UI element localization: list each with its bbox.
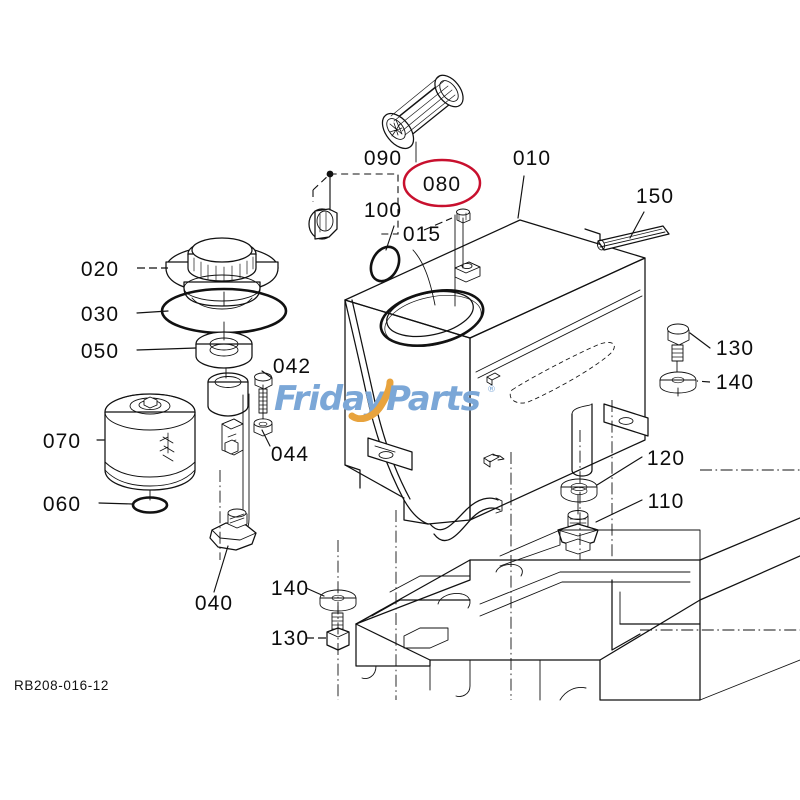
part-080-filter-element (381, 74, 464, 150)
label-030: 030 (81, 303, 119, 326)
part-040-drain-fitting (209, 508, 257, 551)
part-120-grommet (560, 478, 598, 503)
hydraulic-tank-010 (344, 219, 649, 542)
label-080: 080 (423, 173, 461, 196)
label-090: 090 (364, 147, 402, 170)
part-070-strainer (104, 393, 196, 491)
highlight-ellipse-080 (402, 158, 482, 208)
filler-neck-opening (379, 289, 485, 347)
chassis-frame (219, 400, 800, 701)
part-044-nut (253, 418, 273, 437)
label-150: 150 (636, 185, 674, 208)
part-150-rod (596, 225, 670, 251)
label-110: 110 (648, 490, 685, 513)
label-140-bottom: 140 (271, 577, 309, 600)
part-100-o-ring (369, 245, 401, 283)
part-130-bolt-right (667, 323, 690, 373)
label-130-bottom: 130 (271, 627, 309, 650)
label-140-right: 140 (716, 371, 754, 394)
hose (429, 497, 503, 542)
label-130-right: 130 (716, 337, 754, 360)
label-042: 042 (273, 355, 311, 378)
label-040: 040 (195, 592, 233, 615)
callout-labels: 020 030 050 070 060 042 044 040 090 100 … (43, 147, 754, 650)
label-100: 100 (364, 199, 402, 222)
part-140-washer-right (659, 371, 697, 394)
part-015-cap-nut (456, 208, 471, 269)
part-050-washer (195, 331, 253, 369)
label-050: 050 (81, 340, 119, 363)
group-090-dot (326, 170, 334, 178)
drawing-number: RB208-016-12 (14, 678, 109, 693)
label-044: 044 (271, 443, 309, 466)
group-090-bracket (312, 173, 399, 235)
leader-lines (96, 141, 711, 639)
part-110-mount-bush (557, 510, 599, 555)
label-015: 015 (403, 223, 441, 246)
label-120: 120 (647, 447, 685, 470)
part-090-plug (308, 208, 338, 240)
label-020: 020 (81, 258, 119, 281)
label-010: 010 (513, 147, 551, 170)
label-070: 070 (43, 430, 81, 453)
part-020-filler-cap (165, 237, 279, 310)
label-060: 060 (43, 493, 81, 516)
collar-sleeve (207, 372, 249, 417)
